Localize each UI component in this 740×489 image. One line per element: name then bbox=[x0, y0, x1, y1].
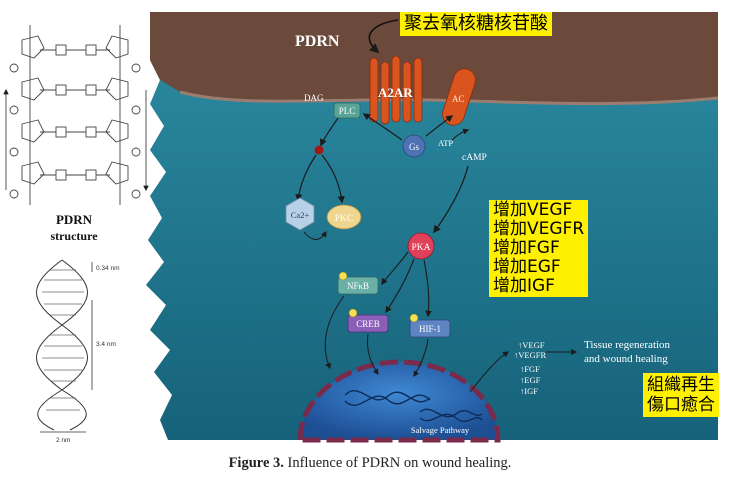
nucleus bbox=[297, 359, 501, 443]
cell-membrane bbox=[150, 12, 718, 104]
helix-measure-middle: 3.4 nm bbox=[96, 341, 116, 348]
chinese-title-highlight: 聚去氧核糖核苷酸 bbox=[400, 12, 552, 37]
hif-label: HIF-1 bbox=[419, 324, 441, 334]
increase-vegf: 增加VEGF bbox=[493, 200, 573, 220]
hif-box bbox=[409, 319, 451, 338]
ladder-sugars bbox=[21, 35, 129, 185]
ladder-bases bbox=[55, 44, 97, 181]
pkc-node bbox=[326, 204, 362, 230]
pdrn-label: PDRN bbox=[295, 33, 340, 50]
creb-box bbox=[347, 314, 389, 333]
hif-to-nucleus-arrow bbox=[413, 338, 429, 378]
gf-igf: ↑IGF bbox=[520, 386, 538, 396]
structure-label-line2: structure bbox=[50, 229, 98, 243]
helix-measure-bottom: 2 nm bbox=[56, 437, 70, 444]
hif-phospho bbox=[409, 313, 419, 323]
nfkb-label: NFκB bbox=[347, 281, 369, 291]
pka-to-hif-arrow bbox=[423, 259, 432, 318]
outcome-line2: and wound healing bbox=[584, 353, 668, 365]
camp-to-pka-arrow bbox=[433, 165, 469, 234]
gs-to-ac-arrow bbox=[425, 115, 454, 137]
dag-label: DAG bbox=[304, 93, 324, 103]
ca-to-pkc-arrow bbox=[303, 230, 327, 240]
ladder-phosphates bbox=[9, 63, 141, 199]
caption-figure-number: Figure 3. bbox=[228, 455, 284, 471]
dna-double-helix bbox=[36, 259, 93, 433]
chinese-title-text: 聚去氧核糖核苷酸 bbox=[404, 13, 548, 34]
pka-label: PKA bbox=[411, 243, 430, 253]
structure-label-line1: PDRN bbox=[56, 212, 93, 227]
chinese-result-line2: 傷口癒合 bbox=[647, 395, 715, 416]
creb-label: CREB bbox=[356, 319, 380, 329]
chinese-result-line1: 組織再生 bbox=[647, 375, 715, 395]
gf-vegf: ↑VEGF bbox=[518, 340, 545, 350]
caption-text: Influence of PDRN on wound healing. bbox=[283, 455, 512, 471]
camp-label: cAMP bbox=[462, 153, 487, 163]
calcium-node bbox=[285, 197, 315, 231]
plc-label: PLC bbox=[339, 106, 356, 116]
gs-to-plc-arrow bbox=[362, 113, 403, 141]
gf-egf: ↑EGF bbox=[520, 375, 541, 385]
receptor-label: A2AR bbox=[378, 85, 413, 100]
salvage-pathway-label: Salvage Pathway bbox=[411, 425, 470, 435]
gf-fgf: ↑FGF bbox=[520, 364, 540, 374]
figure-caption: Figure 3. Influence of PDRN on wound hea… bbox=[0, 455, 740, 472]
nfkb-phospho bbox=[338, 271, 348, 281]
a2a-receptor bbox=[369, 55, 423, 125]
nfkb-to-nucleus-arrow bbox=[324, 295, 345, 370]
pka-to-creb-arrow bbox=[385, 258, 415, 314]
outcome-line1: Tissue regeneration bbox=[584, 339, 671, 351]
ac-label: AC bbox=[452, 94, 465, 104]
adenylyl-cyclase bbox=[442, 68, 476, 126]
pdrn-ladder-structure bbox=[3, 25, 149, 205]
pkc-label: PKC bbox=[335, 214, 353, 224]
increase-egf: 增加EGF bbox=[493, 257, 561, 278]
calcium-label: Ca2+ bbox=[291, 210, 310, 220]
gs-label: Gs bbox=[409, 142, 419, 152]
ip3-dot bbox=[314, 145, 324, 155]
helix-measure-top: 0.34 nm bbox=[96, 265, 120, 272]
ip3-to-pkc-arrow bbox=[321, 154, 345, 204]
gf-vegfr: ↑VEGFR bbox=[514, 350, 546, 360]
increase-factors-highlight: 增加VEGF 增加VEGFR 增加FGF 增加EGF 增加IGF bbox=[489, 200, 589, 298]
membrane-inner-edge bbox=[179, 90, 719, 106]
creb-to-nucleus-arrow bbox=[367, 333, 379, 375]
gs-protein bbox=[402, 134, 426, 158]
increase-igf: 增加IGF bbox=[493, 276, 555, 297]
pka-to-nfkb-arrow bbox=[381, 251, 409, 286]
plc-to-ip3-arrow bbox=[319, 117, 339, 147]
chinese-result-highlight: 組織再生 傷口癒合 bbox=[643, 373, 719, 418]
atp-to-camp-arrow bbox=[451, 128, 470, 141]
nucleus-dna bbox=[344, 390, 483, 423]
title-arrow bbox=[368, 19, 399, 54]
pka-node bbox=[407, 232, 435, 260]
ip3-to-ca-arrow bbox=[295, 154, 317, 202]
increase-fgf: 增加FGF bbox=[493, 238, 560, 259]
plc-box bbox=[333, 102, 361, 119]
nucleus-to-factors-arrow bbox=[469, 351, 509, 393]
creb-phospho bbox=[348, 308, 358, 318]
nfkb-box bbox=[337, 276, 379, 295]
growth-factor-list: ↑VEGF ↑VEGFR ↑FGF ↑EGF ↑IGF bbox=[514, 340, 546, 396]
atp-label: ATP bbox=[438, 138, 453, 148]
increase-vegfr: 增加VEGFR bbox=[493, 219, 585, 240]
ladder-rungs bbox=[40, 49, 110, 176]
